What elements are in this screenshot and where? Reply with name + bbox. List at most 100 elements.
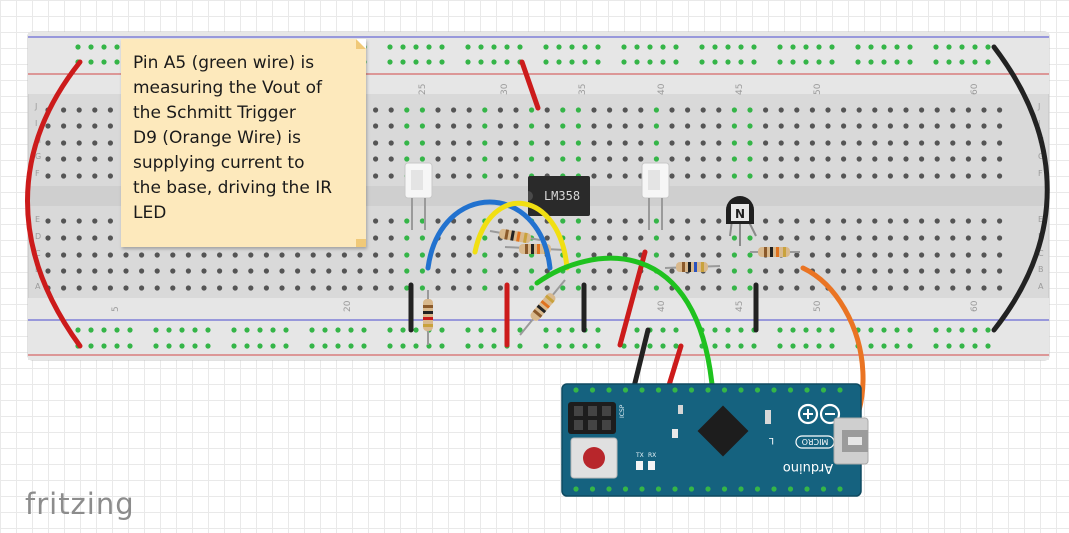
breadboard-hole[interactable] (622, 252, 628, 258)
breadboard-hole[interactable] (295, 268, 301, 274)
breadboard-hole[interactable] (634, 327, 640, 333)
annotation-note[interactable]: Pin A5 (green wire) is measuring the Vou… (121, 39, 366, 247)
breadboard-hole[interactable] (575, 107, 582, 113)
breadboard-hole[interactable] (825, 140, 831, 146)
breadboard-hole[interactable] (114, 44, 120, 50)
breadboard-hole[interactable] (439, 44, 445, 50)
note-resize-handle[interactable] (356, 239, 366, 247)
breadboard-hole[interactable] (997, 218, 1003, 224)
breadboard-hole[interactable] (92, 173, 98, 179)
breadboard-hole[interactable] (154, 252, 160, 258)
breadboard-hole[interactable] (716, 252, 722, 258)
breadboard-hole[interactable] (575, 218, 582, 224)
breadboard-hole[interactable] (777, 44, 783, 50)
breadboard-hole[interactable] (388, 107, 394, 113)
breadboard-hole[interactable] (556, 44, 562, 50)
breadboard-hole[interactable] (856, 268, 862, 274)
breadboard-hole[interactable] (747, 107, 753, 113)
breadboard-hole[interactable] (45, 235, 51, 241)
breadboard-hole[interactable] (950, 107, 956, 113)
breadboard-hole[interactable] (621, 343, 627, 349)
breadboard-hole[interactable] (738, 343, 744, 349)
breadboard-hole[interactable] (907, 59, 913, 65)
breadboard-hole[interactable] (903, 123, 909, 129)
breadboard-hole[interactable] (981, 107, 987, 113)
breadboard-hole[interactable] (45, 218, 51, 224)
breadboard-hole[interactable] (647, 59, 653, 65)
breadboard-hole[interactable] (529, 285, 535, 291)
breadboard-hole[interactable] (451, 268, 457, 274)
breadboard-hole[interactable] (607, 140, 613, 146)
breadboard-hole[interactable] (660, 59, 666, 65)
breadboard-hole[interactable] (747, 173, 753, 179)
breadboard-hole[interactable] (529, 268, 535, 274)
breadboard-hole[interactable] (139, 268, 145, 274)
breadboard-hole[interactable] (997, 156, 1003, 162)
breadboard-hole[interactable] (466, 107, 472, 113)
breadboard-hole[interactable] (751, 343, 757, 349)
breadboard-hole[interactable] (638, 285, 644, 291)
breadboard-hole[interactable] (855, 59, 861, 65)
breadboard-hole[interactable] (794, 235, 800, 241)
breadboard-hole[interactable] (872, 173, 878, 179)
breadboard-hole[interactable] (388, 123, 394, 129)
breadboard-hole[interactable] (595, 327, 601, 333)
breadboard-hole[interactable] (465, 343, 471, 349)
breadboard-hole[interactable] (872, 107, 878, 113)
breadboard-hole[interactable] (248, 285, 254, 291)
breadboard-hole[interactable] (92, 235, 98, 241)
breadboard-hole[interactable] (419, 268, 425, 274)
breadboard-hole[interactable] (919, 252, 925, 258)
breadboard-hole[interactable] (575, 156, 582, 162)
breadboard-hole[interactable] (747, 268, 753, 274)
breadboard-hole[interactable] (997, 235, 1003, 241)
breadboard-hole[interactable] (887, 123, 894, 129)
breadboard-hole[interactable] (809, 173, 816, 179)
breadboard-hole[interactable] (997, 107, 1003, 113)
breadboard-hole[interactable] (76, 218, 82, 224)
breadboard-hole[interactable] (763, 218, 769, 224)
breadboard-hole[interactable] (794, 107, 800, 113)
breadboard-hole[interactable] (76, 107, 82, 113)
breadboard-hole[interactable] (653, 252, 660, 258)
breadboard-hole[interactable] (348, 343, 354, 349)
breadboard-hole[interactable] (907, 44, 913, 50)
breadboard-hole[interactable] (985, 44, 991, 50)
breadboard-hole[interactable] (127, 343, 133, 349)
breadboard-hole[interactable] (466, 218, 472, 224)
breadboard-hole[interactable] (731, 140, 738, 146)
red-jumper-4[interactable] (617, 249, 648, 348)
breadboard-hole[interactable] (373, 252, 379, 258)
breadboard-hole[interactable] (482, 235, 488, 241)
breadboard-hole[interactable] (560, 140, 566, 146)
breadboard-hole[interactable] (660, 44, 666, 50)
breadboard-hole[interactable] (513, 268, 519, 274)
breadboard-hole[interactable] (497, 107, 503, 113)
breadboard-hole[interactable] (778, 173, 784, 179)
breadboard-hole[interactable] (335, 343, 341, 349)
breadboard-hole[interactable] (794, 140, 800, 146)
breadboard-hole[interactable] (794, 218, 800, 224)
breadboard-hole[interactable] (76, 156, 82, 162)
breadboard-hole[interactable] (638, 218, 644, 224)
breadboard-hole[interactable] (903, 107, 909, 113)
breadboard-hole[interactable] (809, 156, 816, 162)
breadboard-hole[interactable] (919, 235, 925, 241)
breadboard-hole[interactable] (504, 59, 510, 65)
breadboard-hole[interactable] (712, 343, 718, 349)
breadboard-hole[interactable] (669, 156, 675, 162)
breadboard-hole[interactable] (887, 285, 894, 291)
breadboard-hole[interactable] (716, 268, 722, 274)
breadboard-hole[interactable] (872, 218, 878, 224)
breadboard-hole[interactable] (700, 252, 706, 258)
breadboard-hole[interactable] (556, 327, 562, 333)
breadboard-hole[interactable] (981, 285, 987, 291)
breadboard-hole[interactable] (482, 140, 488, 146)
breadboard-hole[interactable] (388, 140, 394, 146)
breadboard-hole[interactable] (946, 343, 952, 349)
breadboard-hole[interactable] (731, 268, 738, 274)
breadboard-hole[interactable] (92, 285, 98, 291)
breadboard-hole[interactable] (777, 59, 783, 65)
breadboard-hole[interactable] (388, 252, 394, 258)
breadboard-hole[interactable] (855, 44, 861, 50)
